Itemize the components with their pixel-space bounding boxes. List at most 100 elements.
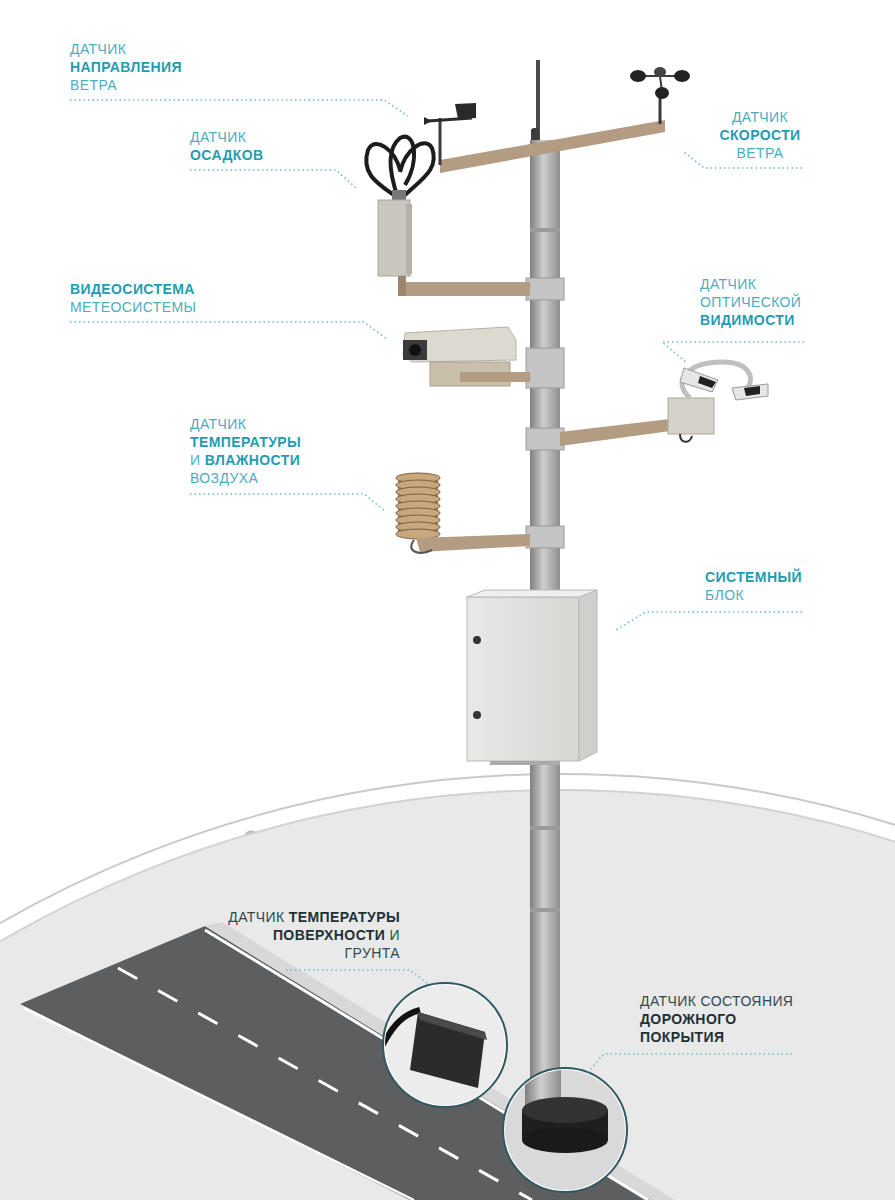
callout-label: ДАТЧИК ТЕМПЕРАТУРЫ ПОВЕРХНОСТИ И ГРУНТА <box>226 908 400 962</box>
label-line: ДАТЧИК <box>700 275 804 293</box>
surface-sensor-inset-part-part <box>418 1012 487 1040</box>
camera-part <box>403 340 427 360</box>
label-line: ДОРОЖНОГО <box>640 1010 796 1028</box>
road-part <box>205 930 648 1200</box>
road-part <box>24 1008 414 1200</box>
label-word: СКОРОСТИ <box>719 127 800 143</box>
label-line: ГРУНТА <box>226 944 400 962</box>
label-line: ПОКРЫТИЯ <box>640 1028 796 1046</box>
system-box-part <box>473 636 481 644</box>
label-line: ДАТЧИК <box>70 40 184 58</box>
camera <box>403 327 530 386</box>
visibility-sensor-part <box>680 368 718 392</box>
label-word: ДАТЧИК <box>190 129 246 145</box>
precipitation-sensor-part <box>398 276 406 296</box>
label-line: СКОРОСТИ <box>718 126 802 144</box>
surface-sensor-inset-part <box>385 985 505 1105</box>
label-line: ВИДЕОСИСТЕМА <box>70 280 199 298</box>
label-word: ДАТЧИК <box>700 276 756 292</box>
system-box-part <box>467 597 579 761</box>
pole-part <box>526 348 564 388</box>
visibility-sensor <box>560 362 768 446</box>
label-word: ДАТЧИК <box>732 109 788 125</box>
callout-label: ДАТЧИК ОПТИЧЕСКОЙ ВИДИМОСТИ <box>700 275 804 329</box>
leader-lines <box>70 100 804 1072</box>
camera-part <box>403 327 516 362</box>
system-box-part <box>490 761 560 765</box>
label-line: ПОВЕРХНОСТИ И <box>226 926 400 944</box>
visibility-sensor-part <box>560 418 678 446</box>
callout-label: ДАТЧИК СКОРОСТИ ВЕТРА <box>718 108 802 162</box>
label-line: ТЕМПЕРАТУРЫ <box>190 433 304 451</box>
wind-sensors-part <box>674 70 690 82</box>
label-word: И <box>390 927 400 943</box>
leader-lines-part <box>190 494 386 512</box>
temperature-humidity-shield-part <box>411 540 432 553</box>
leader-lines-part <box>70 322 388 340</box>
label-line: ДАТЧИК <box>718 108 802 126</box>
temperature-humidity-shield-part <box>416 534 530 552</box>
ground-area <box>0 774 895 1200</box>
label-word: ОПТИЧЕСКОЙ <box>700 294 801 310</box>
label-word: СОСТОЯНИЯ <box>701 993 794 1009</box>
wind-sensors-part <box>440 120 665 173</box>
label-line: БЛОК <box>705 586 804 604</box>
label-line: ДАТЧИК ТЕМПЕРАТУРЫ <box>226 908 400 926</box>
leader-lines-part <box>190 170 356 188</box>
label-line: ДАТЧИК <box>190 415 304 433</box>
surface-sensor-inset-part <box>383 983 507 1107</box>
callout-label: ДАТЧИК СОСТОЯНИЯ ДОРОЖНОГО ПОКРЫТИЯ <box>640 992 796 1046</box>
label-line: ДАТЧИК <box>190 128 266 146</box>
road-condition-sensor-inset-part-part <box>522 1127 608 1153</box>
precipitation-sensor-part <box>406 204 412 274</box>
road-condition-sensor-inset-part <box>505 1070 625 1190</box>
label-line: НАПРАВЛЕНИЯ <box>70 58 184 76</box>
wind-sensors-part <box>654 67 666 77</box>
leader-lines-part <box>588 1054 792 1072</box>
label-word: ДАТЧИК <box>70 41 126 57</box>
system-box-part <box>579 590 597 761</box>
label-word: ПОКРЫТИЯ <box>640 1029 724 1045</box>
label-line: ВИДИМОСТИ <box>700 311 804 329</box>
label-line: ОПТИЧЕСКОЙ <box>700 293 804 311</box>
pole-part <box>530 908 560 912</box>
label-word: ДОРОЖНОГО <box>640 1011 737 1027</box>
label-word: ВИДИМОСТИ <box>700 312 795 328</box>
system-box-part <box>467 590 597 597</box>
label-line: ВЕТРА <box>718 144 802 162</box>
label-word: БЛОК <box>705 587 744 603</box>
label-word: ТЕМПЕРАТУРЫ <box>190 434 301 450</box>
visibility-sensor-part <box>680 434 692 442</box>
pole-part <box>526 428 564 450</box>
road-condition-sensor-inset-part-part <box>522 1097 608 1123</box>
label-word: ТЕМПЕРАТУРЫ <box>289 909 400 925</box>
road-condition-sensor-inset-part <box>522 1070 608 1153</box>
leader-lines-part <box>286 970 428 984</box>
callout-label: ДАТЧИК ТЕМПЕРАТУРЫ И ВЛАЖНОСТИ ВОЗДУХА <box>190 415 304 487</box>
label-line: ДАТЧИК СОСТОЯНИЯ <box>640 992 796 1010</box>
label-word: ДАТЧИК <box>228 909 284 925</box>
leader-lines-part <box>662 342 804 362</box>
wind-sensors-part <box>424 117 432 125</box>
wind-sensors-part <box>439 118 442 165</box>
system-box-part <box>473 711 481 719</box>
label-word: ВЛАЖНОСТИ <box>205 452 300 468</box>
label-word: ВОЗДУХА <box>190 470 258 486</box>
label-word: МЕТЕОСИСТЕМЫ <box>70 299 196 315</box>
callout-label: ДАТЧИК НАПРАВЛЕНИЯ ВЕТРА <box>70 40 184 94</box>
label-line: МЕТЕОСИСТЕМЫ <box>70 298 199 316</box>
label-word: НАПРАВЛЕНИЯ <box>70 59 182 75</box>
label-word: ВИДЕОСИСТЕМА <box>70 281 195 297</box>
wind-sensors <box>424 67 690 173</box>
pole-part <box>536 60 540 140</box>
label-line: СИСТЕМНЫЙ <box>705 568 804 586</box>
precipitation-sensor <box>366 137 530 296</box>
callout-label: СИСТЕМНЫЙ БЛОК <box>705 568 804 604</box>
visibility-sensor-part <box>668 398 714 434</box>
label-word: ПОВЕРХНОСТИ <box>273 927 385 943</box>
precipitation-sensor-part <box>378 200 410 276</box>
surface-sensor-inset-part <box>380 1010 487 1088</box>
road <box>20 922 675 1200</box>
